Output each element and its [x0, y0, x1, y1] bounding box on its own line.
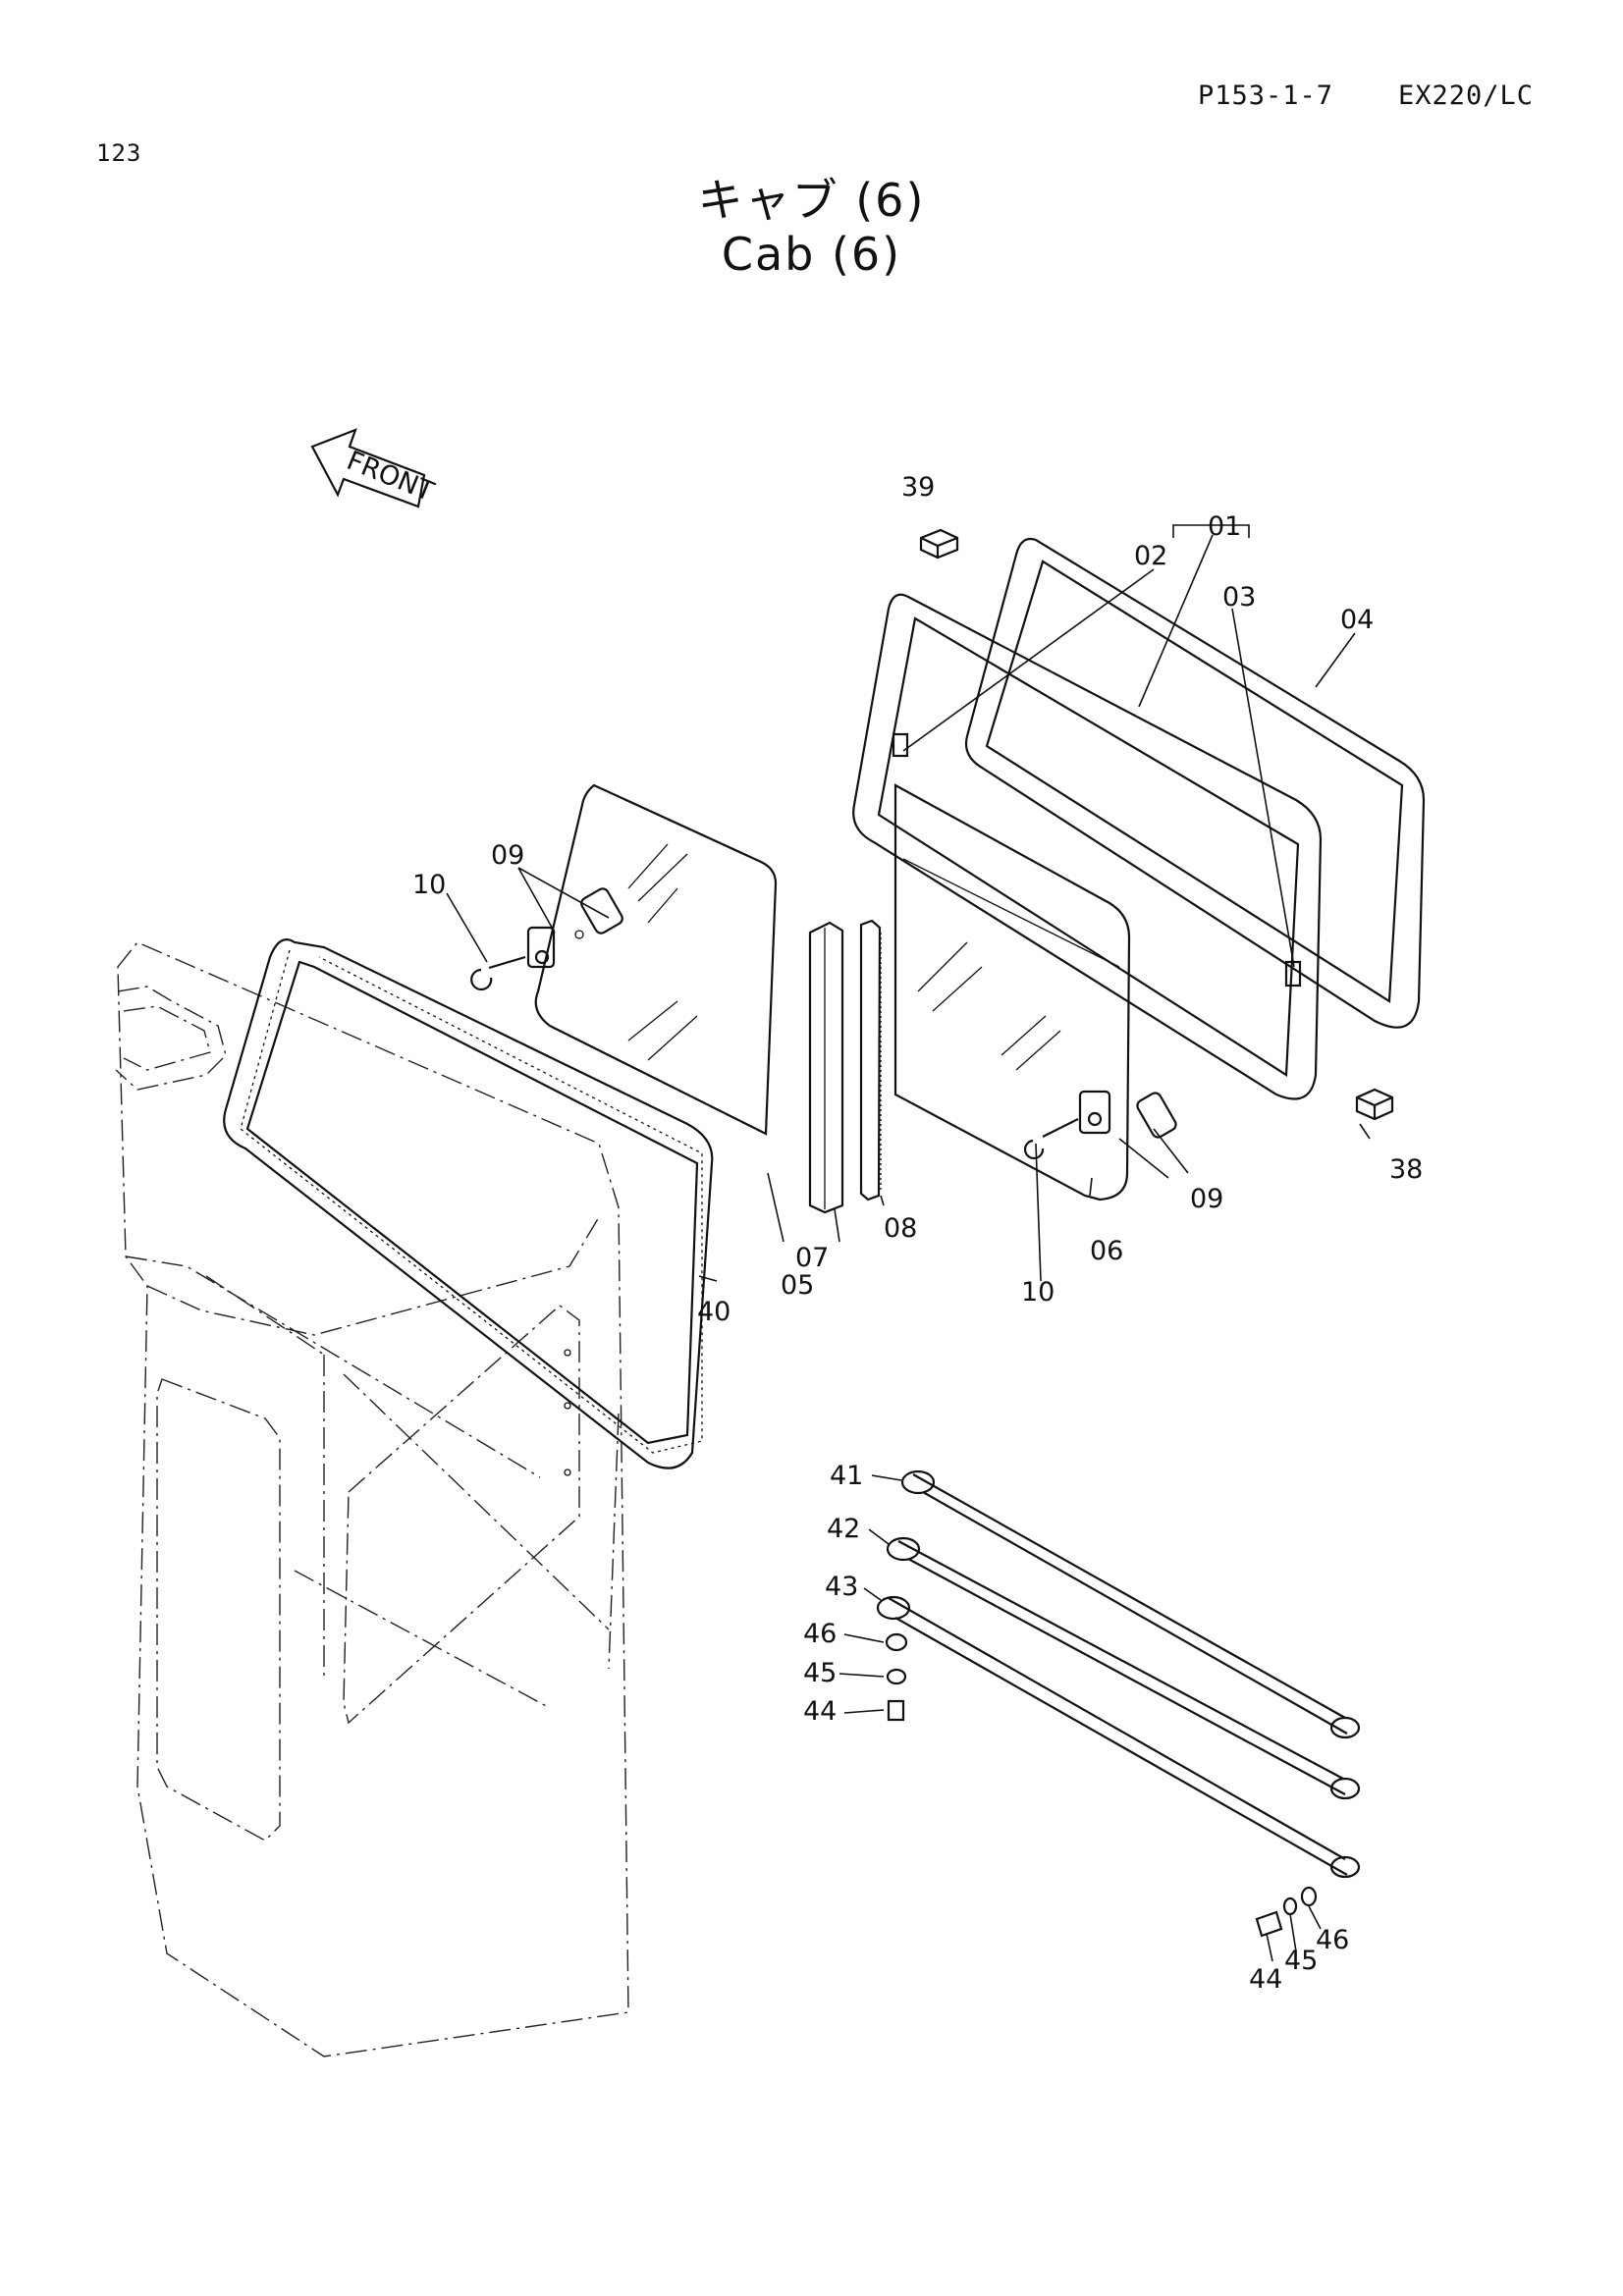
leader-lines — [446, 524, 1371, 1962]
label-46-left: 46 — [803, 1619, 837, 1649]
label-39: 39 — [901, 472, 935, 503]
label-40: 40 — [697, 1297, 730, 1327]
label-09-left: 09 — [491, 840, 524, 871]
model-code: EX220/LC — [1398, 80, 1535, 111]
part-05-left-glass — [534, 783, 778, 1136]
label-03: 03 — [1222, 582, 1256, 613]
part-06-right-glass — [893, 783, 1131, 1201]
label-43: 43 — [825, 1572, 858, 1602]
reference-code: P153-1-7 — [1198, 80, 1334, 111]
part-39-block — [919, 528, 959, 560]
front-direction-arrow: FRONT — [310, 428, 439, 508]
label-08: 08 — [884, 1213, 917, 1244]
label-41: 41 — [830, 1461, 863, 1491]
part-09-hinge-left — [470, 887, 623, 991]
part-40-window-seal — [223, 938, 714, 1469]
title-english: Cab (6) — [721, 228, 902, 281]
part-08-channel — [859, 919, 882, 1201]
label-42: 42 — [827, 1514, 860, 1544]
label-45-right: 45 — [1284, 1946, 1318, 1976]
label-04: 04 — [1340, 605, 1374, 635]
label-01: 01 — [1208, 511, 1241, 542]
label-38: 38 — [1389, 1154, 1423, 1185]
label-10-left: 10 — [412, 870, 446, 900]
front-label: FRONT — [343, 446, 439, 507]
title-japanese: キャブ (6) — [697, 174, 926, 227]
label-45-left: 45 — [803, 1658, 837, 1688]
label-07: 07 — [795, 1243, 829, 1273]
label-05: 05 — [781, 1270, 814, 1301]
label-02: 02 — [1134, 541, 1167, 571]
fasteners-44-46 — [885, 1632, 1318, 1938]
part-38-block — [1355, 1088, 1394, 1121]
part-07-channel — [808, 921, 844, 1214]
label-44-right: 44 — [1249, 1964, 1282, 1995]
label-46-right: 46 — [1316, 1925, 1349, 1955]
label-09-right: 09 — [1190, 1184, 1223, 1214]
cab-body-outline — [115, 941, 629, 2057]
label-10-right: 10 — [1021, 1277, 1055, 1308]
part-09-hinge-right — [1023, 1090, 1177, 1160]
label-06: 06 — [1090, 1236, 1123, 1266]
parts-41-43-stays — [876, 1469, 1361, 1879]
page-number: 123 — [96, 139, 142, 167]
part-01-04-sliding-frame — [852, 537, 1426, 1100]
label-44-left: 44 — [803, 1696, 837, 1727]
